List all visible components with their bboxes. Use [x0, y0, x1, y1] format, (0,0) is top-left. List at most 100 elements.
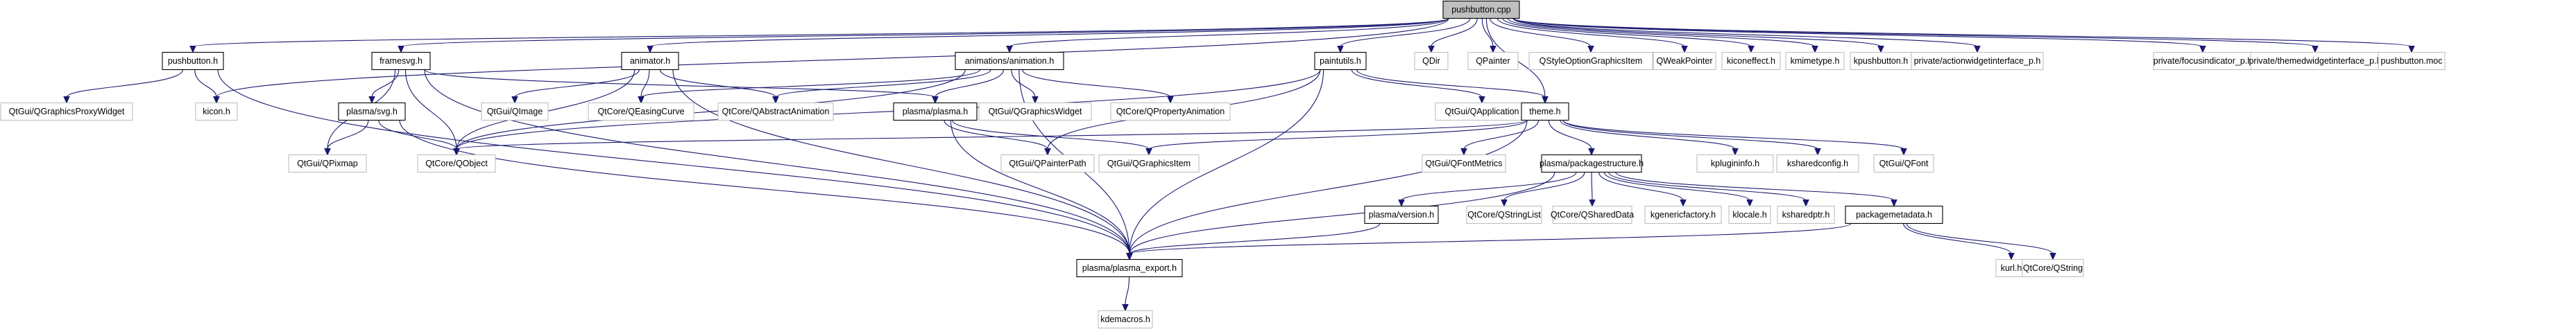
node-pushbutton-moc[interactable]: pushbutton.moc	[2378, 51, 2446, 71]
node-label: QtGui/QApplication	[1445, 107, 1519, 116]
arrowhead-icon	[1589, 200, 1596, 207]
node-kiconeffect-h[interactable]: kiconeffect.h	[1721, 51, 1781, 71]
node-qtgui-qgraphicsitem[interactable]: QtGui/QGraphicsItem	[1098, 154, 1200, 173]
node-qtcore-qeasingcurve[interactable]: QtCore/QEasingCurve	[588, 102, 694, 121]
node-box	[338, 102, 406, 121]
node-box	[893, 102, 978, 121]
node-label: animator.h	[630, 56, 670, 66]
node-animator-h[interactable]: animator.h	[621, 51, 679, 71]
node-label: QtCore/QPropertyAnimation	[1116, 107, 1225, 116]
arrowhead-icon	[2199, 46, 2206, 53]
node-ksharedconfig-h[interactable]: ksharedconfig.h	[1776, 154, 1859, 173]
node-plasma-version-h[interactable]: plasma/version.h	[1364, 205, 1439, 224]
node-qtcore-qstring[interactable]: QtCore/QString	[2022, 258, 2084, 278]
edge-root-to-paintutils_h	[1340, 18, 1471, 47]
node-qtcore-qpropertyanimation[interactable]: QtCore/QPropertyAnimation	[1110, 102, 1231, 121]
node-plasma-packagestructure-h[interactable]: plasma/packagestructure.h	[1539, 154, 1644, 173]
node-plasma-plasma-h[interactable]: plasma/plasma.h	[893, 102, 978, 121]
node-kurl-h[interactable]: kurl.h	[1995, 258, 2027, 278]
node-box	[1000, 154, 1095, 173]
node-box	[1422, 154, 1506, 173]
node-qtcore-qobject[interactable]: QtCore/QObject	[417, 154, 496, 173]
arrowhead-icon	[2049, 253, 2056, 260]
node-qtgui-qgraphicswidget[interactable]: QtGui/QGraphicsWidget	[978, 102, 1092, 121]
node-qdir[interactable]: QDir	[1414, 51, 1449, 71]
node-plasma-svg-h[interactable]: plasma/svg.h	[338, 102, 406, 121]
node-private-focusindicator-p-h[interactable]: private/focusindicator_p.h	[2153, 51, 2253, 71]
node-pushbutton-cpp[interactable]: pushbutton.cpp	[1442, 0, 1520, 19]
node-label: QtGui/QPixmap	[297, 159, 358, 168]
node-box	[1541, 154, 1642, 173]
node-label: plasma/packagestructure.h	[1539, 159, 1644, 168]
node-ksharedptr-h[interactable]: ksharedptr.h	[1777, 205, 1835, 224]
node-label: QWeakPointer	[1656, 56, 1712, 66]
node-label: packagemetadata.h	[1856, 210, 1932, 220]
node-qpainter[interactable]: QPainter	[1467, 51, 1519, 71]
node-qstyleoptiongraphicsitem[interactable]: QStyleOptionGraphicsItem	[1528, 51, 1653, 71]
node-kgenericfactory-h[interactable]: kgenericfactory.h	[1644, 205, 1722, 224]
node-qtcore-qshareddata[interactable]: QtCore/QSharedData	[1551, 205, 1634, 224]
edge-framesvg_h-to-svg_h	[371, 69, 400, 98]
node-private-actionwidgetinterface-p-h[interactable]: private/actionwidgetinterface_p.h	[1911, 51, 2044, 71]
node-animations-animation-h[interactable]: animations/animation.h	[955, 51, 1064, 71]
node-box	[1098, 310, 1153, 329]
node-qtgui-qfont[interactable]: QtGui/QFont	[1873, 154, 1934, 173]
node-label: kicon.h	[203, 107, 230, 116]
arrowhead-icon	[1126, 253, 1133, 260]
node-qtgui-qfontmetrics[interactable]: QtGui/QFontMetrics	[1422, 154, 1506, 173]
node-label: QtCore/QString	[2023, 263, 2083, 273]
node-kplugininfo-h[interactable]: kplugininfo.h	[1696, 154, 1774, 173]
edge-packagestructure_h-to-qstringlist	[1503, 172, 1585, 201]
node-label: kdemacros.h	[1100, 315, 1150, 324]
node-qtcore-qstringlist[interactable]: QtCore/QStringList	[1466, 205, 1542, 224]
arrowhead-icon	[1006, 46, 1013, 53]
node-packagemetadata-h[interactable]: packagemetadata.h	[1845, 205, 1943, 224]
arrowhead-icon	[1746, 200, 1753, 207]
node-plasma-plasma-export-h[interactable]: plasma/plasma_export.h	[1076, 258, 1183, 278]
node-box	[0, 102, 133, 121]
node-label: private/focusindicator_p.h	[2153, 56, 2252, 66]
node-qtgui-qimage[interactable]: QtGui/QImage	[481, 102, 549, 121]
node-qtgui-qgraphicsproxywidget[interactable]: QtGui/QGraphicsProxyWidget	[0, 102, 133, 121]
edge-root-to-pushbutton_h	[192, 18, 1449, 48]
node-framesvg-h[interactable]: framesvg.h	[371, 51, 431, 71]
edge-root-to-kmimetype	[1507, 18, 1816, 48]
edge-packagemetadata_h-to-kurl	[1902, 223, 2012, 254]
node-kpushbutton-h[interactable]: kpushbutton.h	[1850, 51, 1912, 71]
node-kdemacros-h[interactable]: kdemacros.h	[1098, 310, 1153, 329]
node-box	[417, 154, 496, 173]
edge-animation_h-to-qeasing	[640, 69, 981, 98]
edge-framesvg_h-to-export_h	[424, 69, 1130, 254]
edge-plasma_h-to-export_h	[950, 120, 1130, 254]
node-qtgui-qpainterpath[interactable]: QtGui/QPainterPath	[1000, 154, 1095, 173]
edge-root-to-qpainter	[1481, 18, 1494, 47]
node-private-themedwidgetinterface-p-h[interactable]: private/themedwidgetinterface_p.h	[2249, 51, 2382, 71]
node-theme-h[interactable]: theme.h	[1521, 102, 1569, 121]
node-pushbutton-h[interactable]: pushbutton.h	[162, 51, 224, 71]
node-label: plasma/version.h	[1369, 210, 1435, 220]
node-qtgui-qpixmap[interactable]: QtGui/QPixmap	[288, 154, 367, 173]
node-qtgui-qapplication[interactable]: QtGui/QApplication	[1435, 102, 1529, 121]
edge-animation_h-to-qgraphicswidget	[1011, 69, 1036, 98]
edge-pushbutton_h-to-export_h	[217, 69, 1130, 254]
node-box	[1850, 51, 1912, 71]
node-paintutils-h[interactable]: paintutils.h	[1314, 51, 1367, 71]
node-box	[1466, 205, 1542, 224]
node-box	[2022, 258, 2084, 278]
node-qweakpointer[interactable]: QWeakPointer	[1653, 51, 1716, 71]
node-box	[1644, 205, 1722, 224]
node-label: pushbutton.h	[168, 56, 218, 66]
node-box	[1467, 51, 1519, 71]
node-kmimetype-h[interactable]: kmimetype.h	[1785, 51, 1845, 71]
node-box	[2378, 51, 2446, 71]
edge-root-to-qdir	[1431, 18, 1478, 47]
node-qtcore-qabstractanimation[interactable]: QtCore/QAbstractAnimation	[717, 102, 834, 121]
arrowhead-icon	[189, 46, 196, 53]
node-label: kiconeffect.h	[1727, 56, 1775, 66]
arrowhead-icon	[324, 148, 331, 156]
node-kicon-h[interactable]: kicon.h	[195, 102, 238, 121]
node-box	[1110, 102, 1231, 121]
node-klocale-h[interactable]: klocale.h	[1728, 205, 1771, 224]
arrowhead-icon	[638, 96, 645, 104]
node-box	[2153, 51, 2253, 71]
